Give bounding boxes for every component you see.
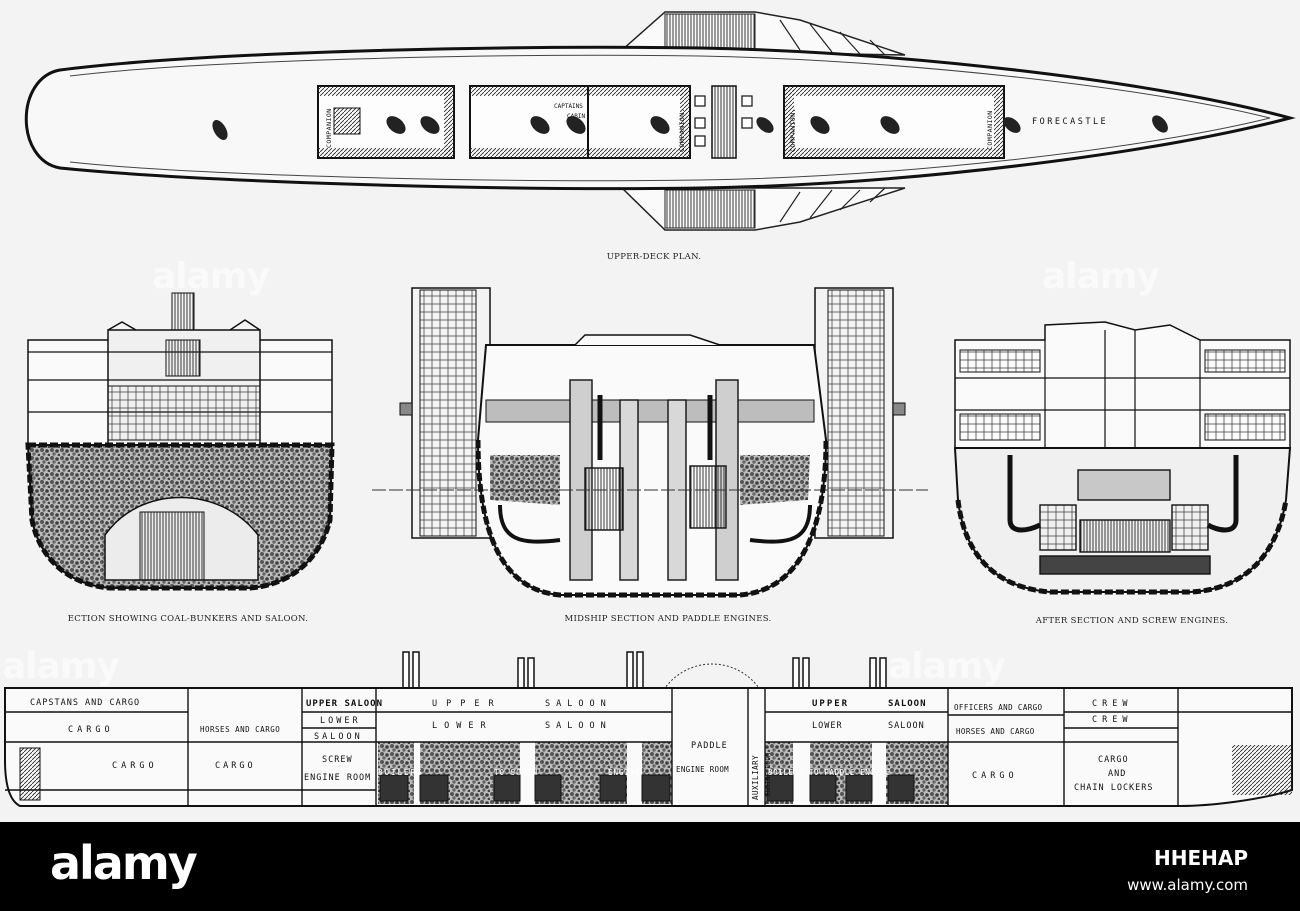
caption-section-coal: ECTION SHOWING COAL-BUNKERS AND SALOON. bbox=[67, 614, 309, 624]
alamy-logo: alamy bbox=[50, 836, 198, 890]
image-id: HHEHAP bbox=[1153, 846, 1248, 870]
lbl-cargo-1: CARGO bbox=[68, 725, 114, 735]
lbl-upper-2: UPPER bbox=[812, 699, 849, 709]
lbl-boilers-to-paddle: BOILERS TO PADDLE ENGINE bbox=[768, 768, 891, 777]
lbl-engine-1: ENGINE bbox=[608, 768, 641, 777]
lbl-capstans-cargo: CAPSTANS AND CARGO bbox=[30, 698, 140, 708]
deck-label-forecastle: FORECASTLE bbox=[1032, 117, 1108, 127]
deck-label-companion-4: COMPANION bbox=[986, 110, 994, 150]
lbl-screw: SCREW bbox=[322, 755, 353, 765]
deck-label-companion-2: COMPANION. bbox=[678, 108, 686, 152]
watermark: alamy bbox=[1042, 256, 1160, 297]
deck-label-companion-3: COMPANION. bbox=[789, 108, 797, 152]
lbl-cargo-4: CARGO bbox=[972, 771, 1018, 781]
caption-midship: MIDSHIP SECTION AND PADDLE ENGINES. bbox=[564, 614, 772, 624]
lbl-auxiliary: AUXILIARY bbox=[751, 755, 760, 800]
deck-label-cabin: CABIN bbox=[567, 113, 585, 120]
lbl-horses-cargo-2: HORSES AND CARGO bbox=[956, 727, 1035, 736]
ship-plans-drawing: COMPANION CAPTAINS CABIN COMPANION. COMP… bbox=[4, 11, 1296, 807]
lbl-crew-1: CREW bbox=[1092, 699, 1132, 709]
lbl-engine-room-1: ENGINE ROOM bbox=[304, 773, 371, 783]
lbl-saloon-5: SALOON bbox=[888, 721, 925, 731]
lbl-saloon-1: SALOON bbox=[314, 732, 363, 742]
lbl-crew-2: CREW bbox=[1092, 715, 1132, 725]
lbl-upper-1: UPPER bbox=[432, 699, 503, 709]
lbl-horses-cargo-1: HORSES AND CARGO bbox=[200, 725, 280, 734]
section-coal-bunkers bbox=[25, 292, 335, 591]
footer-bar bbox=[0, 822, 1300, 911]
lbl-saloon-4: SALOON bbox=[888, 699, 927, 709]
lbl-engine-room-2: ENGINE ROOM bbox=[676, 765, 729, 774]
lbl-paddle: PADDLE bbox=[691, 741, 728, 751]
lbl-saloon-3: SALOON bbox=[545, 721, 612, 731]
lbl-engine-room-3: ENGINE ROOM bbox=[764, 753, 772, 796]
engraving: COMPANION CAPTAINS CABIN COMPANION. COMP… bbox=[2, 11, 1296, 807]
watermark: alamy bbox=[152, 256, 270, 297]
section-midship bbox=[372, 287, 928, 598]
lbl-lower-2: LOWER bbox=[432, 721, 493, 731]
caption-after: AFTER SECTION AND SCREW ENGINES. bbox=[1035, 616, 1229, 626]
deck-label-captains: CAPTAINS bbox=[554, 103, 583, 110]
upper-deck-plan: COMPANION CAPTAINS CABIN COMPANION. COMP… bbox=[24, 11, 1296, 231]
site-url: www.alamy.com bbox=[1127, 876, 1248, 894]
deck-label-companion-1: COMPANION bbox=[325, 108, 333, 148]
lbl-boilers-1: BOILERS bbox=[378, 768, 424, 777]
lbl-cargo-3: CARGO bbox=[215, 761, 256, 771]
lbl-to-screw: TO SCREW bbox=[494, 768, 538, 777]
paddle-box-bottom bbox=[620, 187, 906, 231]
lbl-cargo-5: CARGO bbox=[1098, 755, 1129, 765]
watermark: alamy bbox=[888, 646, 1006, 687]
lbl-chain-lockers: CHAIN LOCKERS bbox=[1074, 783, 1154, 793]
lbl-lower-1: LOWER bbox=[320, 716, 361, 726]
caption-upper-deck: UPPER-DECK PLAN. bbox=[606, 252, 702, 262]
lbl-saloon-2: SALOON bbox=[545, 699, 612, 709]
lbl-cargo-2: CARGO bbox=[112, 761, 158, 771]
lbl-officers-cargo: OFFICERS AND CARGO bbox=[954, 703, 1043, 712]
lbl-upper-saloon-1: UPPER SALOON bbox=[306, 699, 383, 709]
lbl-lower-3: LOWER bbox=[812, 721, 843, 731]
section-after bbox=[953, 321, 1292, 595]
lbl-and: AND bbox=[1108, 769, 1126, 779]
longitudinal-profile: CAPSTANS AND CARGO CARGO CARGO HORSES AN… bbox=[4, 651, 1293, 807]
watermark: alamy bbox=[2, 646, 120, 687]
